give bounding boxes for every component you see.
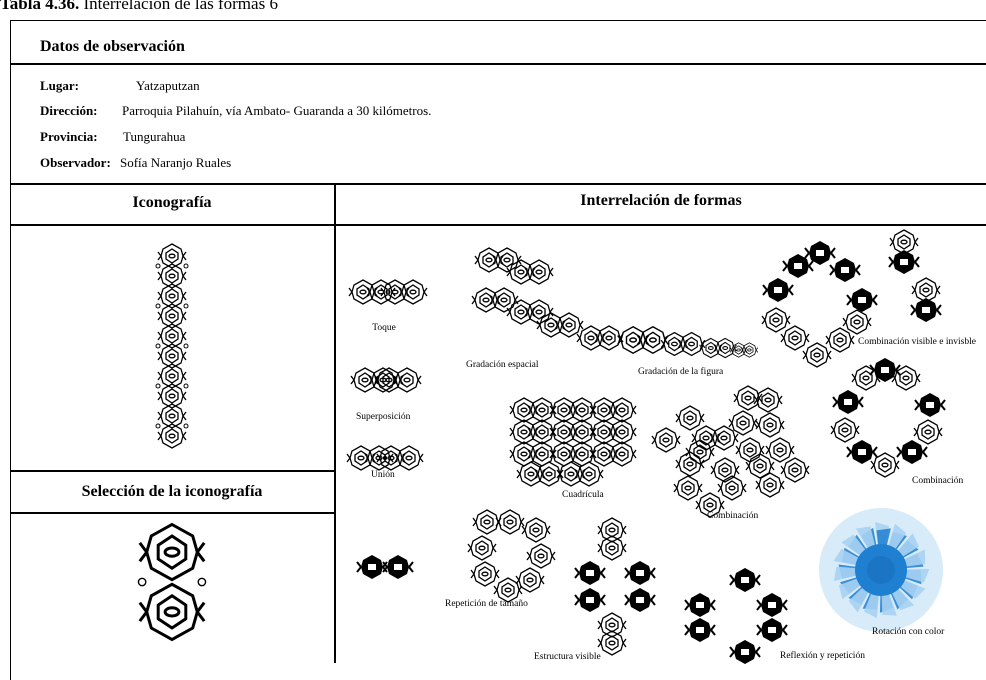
- form-union-pattern: [347, 446, 423, 470]
- row-observador: Observador: Sofía Naranjo Ruales: [40, 155, 231, 171]
- row-provincia: Provincia: Tungurahua: [40, 129, 185, 145]
- row-lugar: Lugar: Yatzaputzan: [40, 78, 200, 94]
- form-superposicion-pattern: [351, 368, 421, 392]
- row-value: Tungurahua: [123, 129, 186, 144]
- form-reflexion-pattern: [684, 567, 788, 665]
- label-repeticion-tamano: Repetición de tamaño: [445, 599, 528, 609]
- label-cuadricula: Cuadrícula: [562, 490, 604, 500]
- form-estructura-visible-pattern: [574, 517, 656, 656]
- row-key: Provincia:: [40, 129, 98, 144]
- divider: [10, 63, 986, 65]
- form-rotacion-color-pattern: [819, 508, 943, 632]
- divider: [10, 512, 334, 514]
- divider: [10, 470, 334, 472]
- form-cuadricula-pattern: [510, 398, 636, 486]
- label-gradacion-espacial: Gradación espacial: [466, 360, 539, 370]
- row-key: Lugar:: [40, 78, 79, 93]
- form-black-pattern: [356, 554, 414, 580]
- row-value: Parroquia Pilahuín, vía Ambato- Guaranda…: [122, 103, 432, 118]
- table-frame: [10, 20, 986, 680]
- iconography-column-pattern: [155, 243, 189, 449]
- row-value: Yatzaputzan: [136, 78, 200, 93]
- label-gradacion-figura: Gradación de la figura: [638, 367, 724, 377]
- label-estructura-visible: Estructura visible: [534, 652, 601, 662]
- pattern-canvas: [137, 229, 946, 665]
- selected-icon: [137, 523, 207, 641]
- row-value: Sofía Naranjo Ruales: [120, 155, 232, 170]
- table-caption: Tabla 4.36. Interrelación de las formas …: [0, 0, 278, 14]
- column-divider: [334, 183, 336, 663]
- form-toque-pattern: [349, 280, 427, 304]
- label-reflexion-repeticion: Reflexión y repetición: [780, 651, 865, 661]
- label-union: Unión: [371, 470, 395, 480]
- label-combinacion-center: Combinación: [707, 511, 759, 521]
- label-rotacion-color: Rotación con color: [872, 627, 945, 637]
- form-combinacion-right-pattern: [830, 357, 946, 478]
- caption-title: Interrelación de las formas 6: [83, 0, 278, 13]
- label-toque: Toque: [372, 323, 396, 333]
- observation-title: Datos de observación: [40, 38, 185, 55]
- header-iconografia: Iconografía: [132, 194, 212, 211]
- row-key: Dirección:: [40, 103, 98, 118]
- form-repeticion-tamano-pattern: [467, 509, 556, 603]
- label-combinacion-right: Combinación: [912, 476, 964, 486]
- label-combinacion-visible: Combinación visible e invisble: [858, 337, 976, 347]
- form-gradacion-figura-pattern: [618, 327, 758, 358]
- divider: [10, 224, 986, 226]
- header-seleccion: Selección de la iconografía: [81, 483, 263, 500]
- caption-number: Tabla 4.36.: [0, 0, 80, 13]
- form-gradacion-espacial-pattern: [472, 248, 623, 350]
- header-interrelacion: Interrelación de formas: [580, 192, 742, 209]
- row-direccion: Dirección: Parroquia Pilahuín, vía Ambato…: [40, 103, 431, 119]
- form-combinacion-center-pattern: [651, 385, 810, 518]
- divider: [10, 183, 986, 185]
- label-superposicion: Superposición: [356, 412, 411, 422]
- row-key: Observador:: [40, 155, 111, 170]
